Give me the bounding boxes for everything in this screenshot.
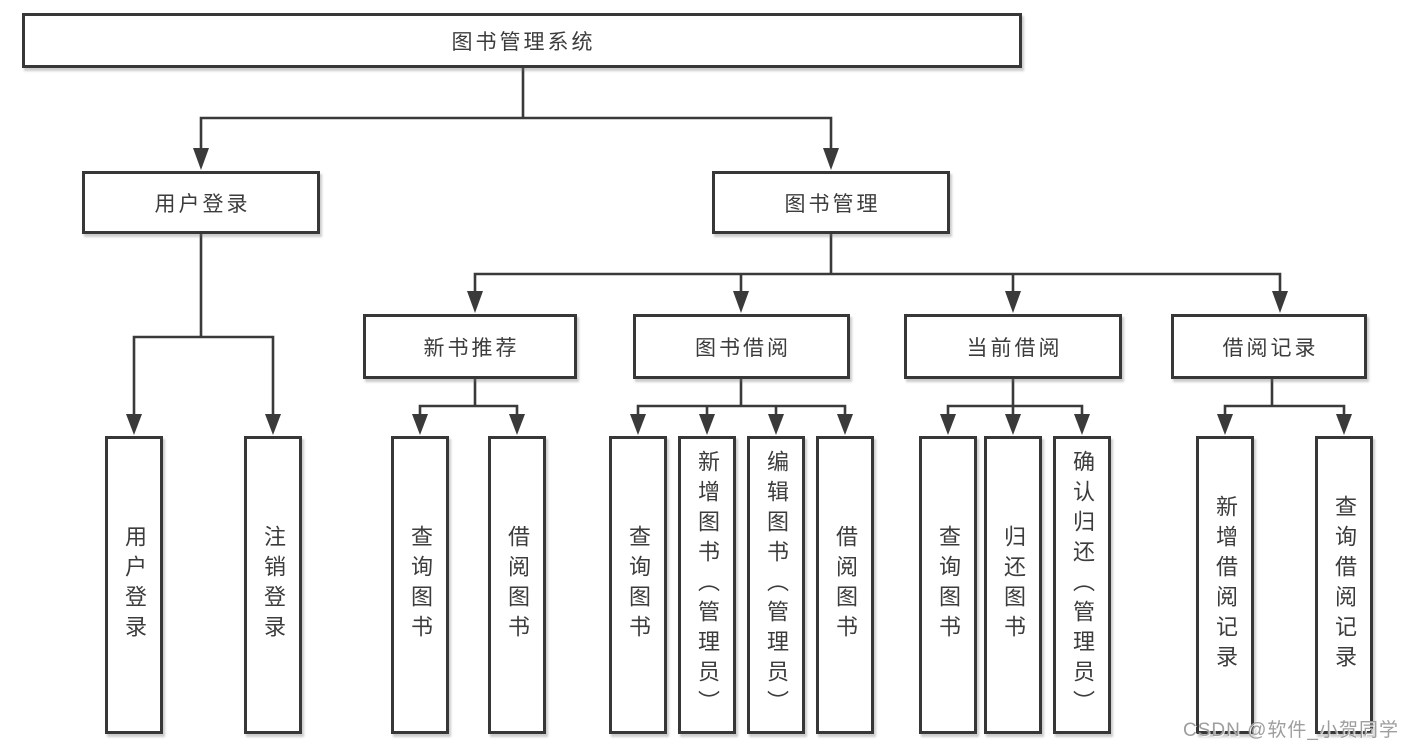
- leaf-add-book-admin: 新增图书（管理员）: [678, 436, 736, 734]
- node-new-book-recommend: 新书推荐: [363, 314, 577, 379]
- leaf-borrow-books-recommend: 借阅图书: [488, 436, 546, 734]
- node-borrow-records: 借阅记录: [1171, 314, 1367, 379]
- node-user-login: 用户登录: [82, 171, 320, 234]
- node-root-system: 图书管理系统: [22, 13, 1022, 68]
- leaf-query-books-borrow: 查询图书: [609, 436, 667, 734]
- connector-bookmgmt-to-level3: [467, 234, 1288, 313]
- leaf-edit-book-admin: 编辑图书（管理员）: [747, 436, 805, 734]
- node-current-borrow: 当前借阅: [904, 314, 1122, 379]
- leaf-query-borrow-record: 查询借阅记录: [1315, 436, 1373, 734]
- leaf-return-book: 归还图书: [984, 436, 1042, 734]
- connector-currentborrow-to-leaves: [940, 379, 1090, 435]
- csdn-watermark: CSDN @软件_小贺同学: [1183, 720, 1399, 741]
- connector-userlogin-to-leaves: [126, 234, 281, 435]
- leaf-add-borrow-record: 新增借阅记录: [1196, 436, 1254, 734]
- connector-bookborrow-to-leaves: [630, 379, 853, 435]
- connector-root-to-level2: [193, 68, 839, 170]
- leaf-user-login: 用户登录: [105, 436, 163, 734]
- leaf-query-books-current: 查询图书: [919, 436, 977, 734]
- node-book-borrow: 图书借阅: [633, 314, 850, 379]
- leaf-logout: 注销登录: [244, 436, 302, 734]
- leaf-confirm-return-admin: 确认归还（管理员）: [1053, 436, 1111, 734]
- leaf-borrow-books: 借阅图书: [816, 436, 874, 734]
- connector-newbook-to-leaves: [412, 379, 525, 435]
- leaf-query-books-recommend: 查询图书: [391, 436, 449, 734]
- connector-borrowrecord-to-leaves: [1217, 379, 1352, 435]
- node-book-management: 图书管理: [712, 171, 950, 234]
